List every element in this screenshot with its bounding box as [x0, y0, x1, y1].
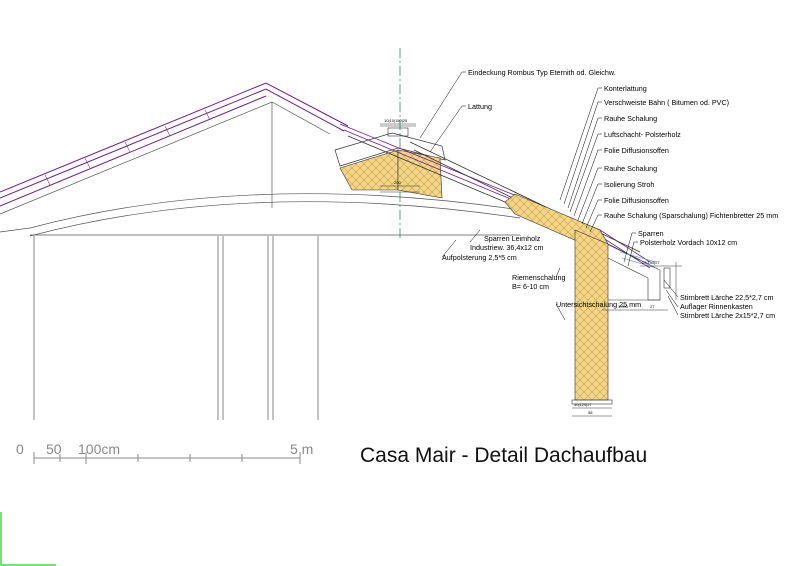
label-stirnbrett-2: Stirnbrett Lärche 2x15*2,7 cm	[680, 311, 775, 320]
label-eindeckung: Eindeckung Rombus Typ Eternith od. Gleic…	[468, 68, 616, 77]
ridge-detail	[334, 125, 446, 199]
dim-eave-bottom: 1.000	[618, 304, 629, 309]
wall-insulation	[574, 229, 609, 401]
label-stirnbrett-1: Stirnbrett Lärche 22,5*2,7 cm	[680, 293, 774, 302]
label-sparren-leimholz-1: Sparren Leimholz	[484, 234, 541, 243]
label-rauhe-schalung-spar: Rauhe Schalung (Sparschalung) Fichtenbre…	[604, 211, 778, 220]
leader-lines	[419, 71, 679, 321]
label-untersichtschalung: Untersichtschalung 25 mm	[556, 300, 641, 309]
dim-eave-top: 25|150|27	[642, 260, 660, 265]
corner-mark-horizontal	[0, 564, 56, 566]
scale-label-5m: 5 m	[290, 441, 313, 457]
ridge-insulation-right	[397, 149, 443, 199]
label-isolierung: Isolierung Stroh	[604, 180, 654, 189]
scale-label-0: 0	[16, 441, 24, 457]
eave-detail	[607, 243, 671, 301]
label-verschweiste-bahn: Verschweiste Bahn ( Bitumen od. PVC)	[604, 98, 729, 107]
label-riemenschalung-2: B= 6-10 cm	[512, 282, 549, 291]
label-rauhe-schalung-1: Rauhe Schalung	[604, 114, 657, 123]
label-folie-diff-2: Folie Diffusionsoffen	[604, 196, 669, 205]
drawing-title: Casa Mair - Detail Dachaufbau	[360, 444, 648, 467]
label-sparren: Sparren	[638, 229, 664, 238]
label-lattung: Lattung	[468, 102, 492, 111]
dimension-lines	[380, 123, 682, 417]
label-luftschacht: Luftschacht- Polsterholz	[604, 130, 681, 139]
dim-eave-side: 27	[650, 304, 655, 309]
ridge-insulation-left	[339, 149, 399, 191]
label-folie-diff-1: Folie Diffusionsoffen	[604, 146, 669, 155]
label-auflager: Auflager Rinnenkasten	[680, 302, 753, 311]
dim-wall-base: 58	[588, 410, 593, 415]
label-polsterholz-vordach: Polsterholz Vordach 10x12 cm	[640, 238, 737, 247]
label-sparren-leimholz-2: Industriew. 36,4x12 cm	[470, 243, 544, 252]
label-rauhe-schalung-2: Rauhe Schalung	[604, 164, 657, 173]
main-gable-outline	[0, 82, 349, 207]
scale-bar	[33, 452, 301, 464]
scale-label-50: 50	[46, 441, 62, 457]
label-konterlattung: Konterlattung	[604, 84, 647, 93]
scale-label-100cm: 100cm	[78, 441, 120, 457]
label-riemenschalung-1: Riemenschalung	[512, 273, 566, 282]
building-verticals	[33, 236, 319, 420]
dim-wall-bottom: 40|120|27	[574, 402, 592, 407]
wall-base	[571, 399, 613, 405]
dim-ridge-top: 10|10|150|25	[384, 118, 408, 123]
dim-ridge-bottom: 200	[394, 180, 401, 185]
label-aufpolsterung: Aufpolsterung 2,5*5 cm	[442, 253, 517, 262]
inner-gable-lines	[0, 101, 521, 237]
rafter-ticks	[44, 109, 211, 186]
corner-mark-vertical	[0, 512, 2, 566]
